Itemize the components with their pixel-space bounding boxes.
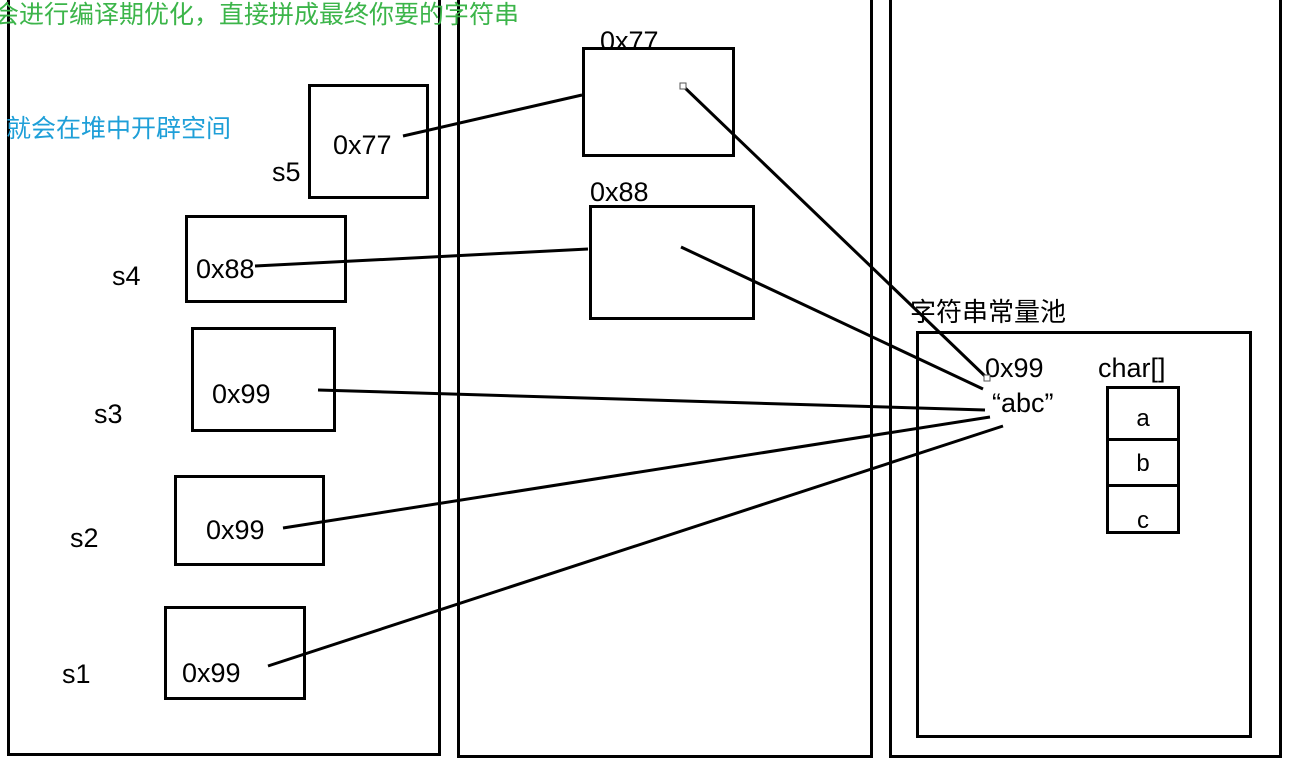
pool-address: 0x99	[985, 353, 1044, 383]
stack-ref-s1: 0x99	[182, 658, 241, 688]
var-label-s2: s2	[70, 523, 99, 553]
stack-ref-s2: 0x99	[206, 515, 265, 545]
stack-box-s4: 0x88	[185, 215, 347, 303]
var-label-s5: s5	[272, 157, 301, 187]
stack-box-s1: 0x99	[164, 606, 306, 700]
link-heap-0x88-to-pool	[680, 245, 984, 391]
char-value-a: a	[1136, 405, 1150, 432]
link-s4-to-heap-0x88	[254, 247, 589, 268]
string-pool-title: 字符串常量池	[910, 298, 1067, 328]
line-handle	[983, 374, 991, 382]
var-label-s3: s3	[94, 399, 123, 429]
char-cell-c: c	[1109, 487, 1177, 534]
stack-box-s5: 0x77	[308, 84, 429, 199]
char-value-b: b	[1136, 450, 1150, 477]
char-array-label: char[]	[1098, 353, 1166, 383]
link-s2-to-pool	[282, 415, 991, 530]
stack-ref-s3: 0x99	[212, 379, 271, 409]
char-value-c: c	[1137, 507, 1149, 534]
stack-ref-s4: 0x88	[196, 254, 255, 284]
link-heap-0x77-to-pool	[681, 84, 989, 380]
link-s5-to-heap-0x77	[402, 93, 583, 138]
stack-box-s2: 0x99	[174, 475, 325, 566]
link-s1-to-pool	[267, 424, 1004, 668]
heap-object-0x88	[589, 205, 755, 320]
heap-address-0x88: 0x88	[590, 177, 649, 207]
stack-box-s3: 0x99	[191, 327, 336, 432]
link-s3-to-pool	[317, 388, 986, 412]
char-cell-a: a	[1109, 389, 1177, 441]
string-pool-box: 0x99 “abc” char[] a b c	[916, 331, 1252, 738]
var-label-s1: s1	[62, 659, 91, 689]
line-handle	[679, 82, 687, 90]
stack-ref-s5: 0x77	[333, 130, 392, 160]
heap-object-0x77	[582, 47, 735, 157]
pool-literal-abc: “abc”	[992, 388, 1054, 418]
compile-optimization-note: 会进行编译期优化，直接拼成最终你要的字符串	[0, 0, 520, 29]
var-label-s4: s4	[112, 261, 141, 291]
heap-allocation-note: 就会在堆中开辟空间	[6, 114, 232, 143]
char-array: a b c	[1106, 386, 1180, 534]
char-cell-b: b	[1109, 441, 1177, 487]
